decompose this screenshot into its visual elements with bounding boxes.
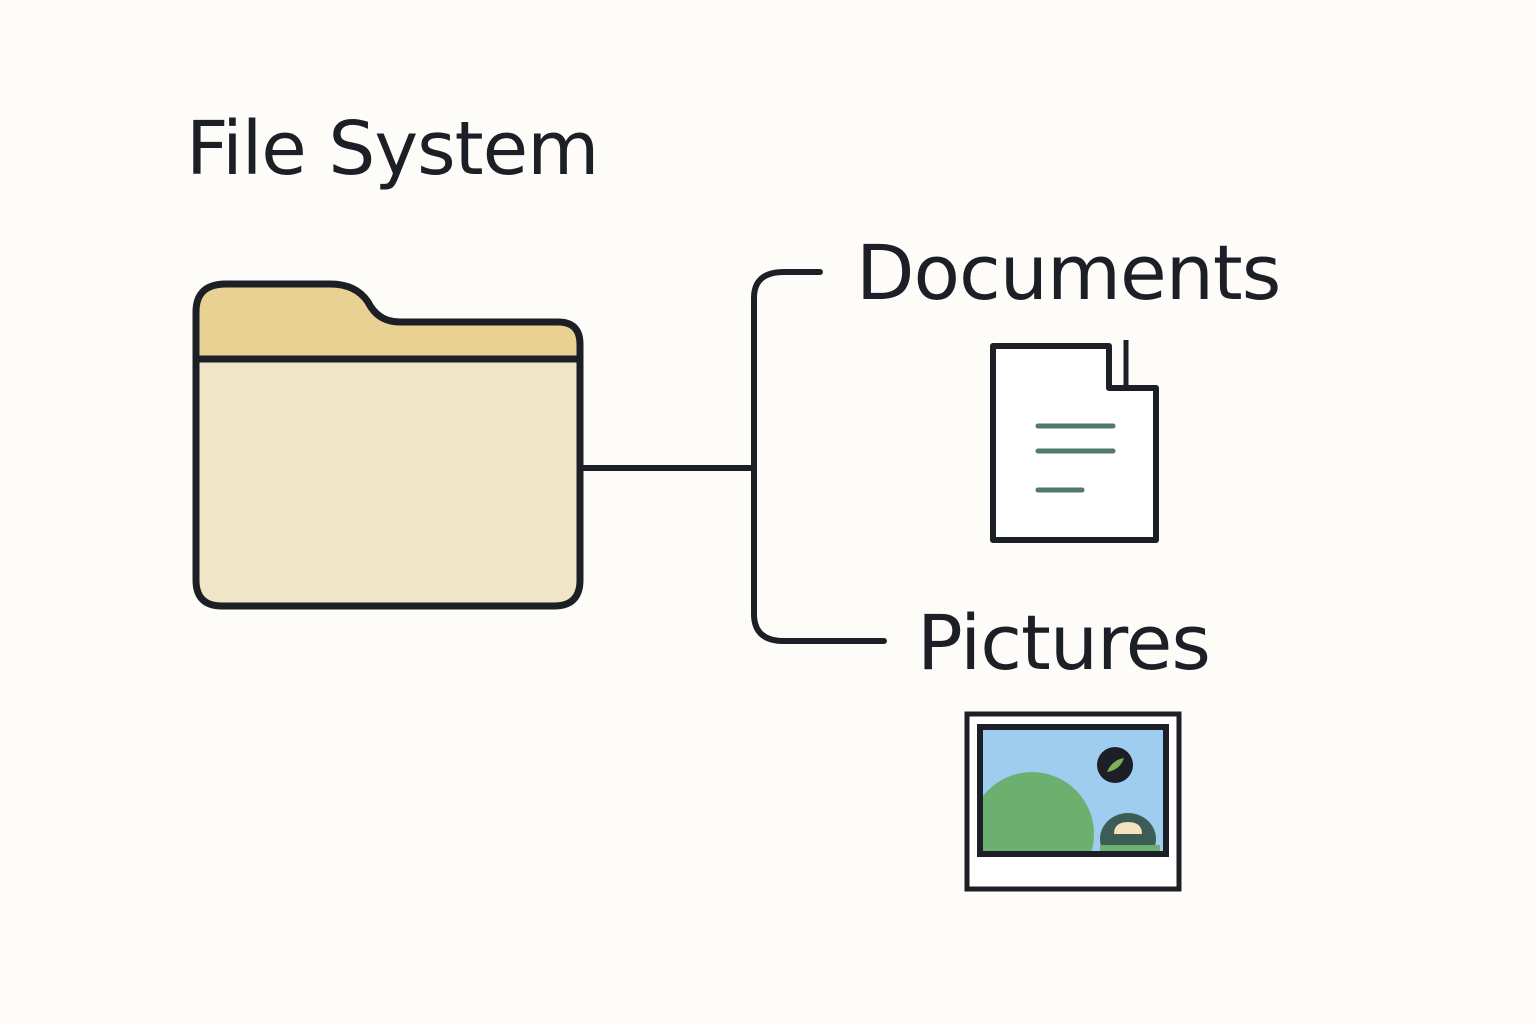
document-outline bbox=[990, 343, 1159, 543]
pictures-label: Pictures bbox=[917, 598, 1211, 687]
folder-icon[interactable] bbox=[192, 280, 584, 610]
picture-hill bbox=[983, 772, 1094, 851]
document-icon[interactable] bbox=[990, 340, 1159, 543]
connector-documents-branch bbox=[751, 269, 823, 471]
picture-leaf bbox=[1107, 758, 1124, 772]
folder-body bbox=[196, 358, 580, 606]
tree-connector bbox=[580, 269, 887, 644]
picture-ground-strip bbox=[1100, 845, 1160, 851]
picture-bush-highlight bbox=[1114, 822, 1142, 834]
picture-icon[interactable] bbox=[964, 711, 1182, 896]
connector-pictures-branch bbox=[751, 465, 887, 644]
folder-outline bbox=[192, 280, 584, 610]
document-text-lines bbox=[1035, 423, 1116, 493]
documents-label: Documents bbox=[856, 228, 1281, 317]
diagram-title: File System bbox=[186, 106, 599, 192]
picture-inner-border bbox=[977, 724, 1169, 857]
